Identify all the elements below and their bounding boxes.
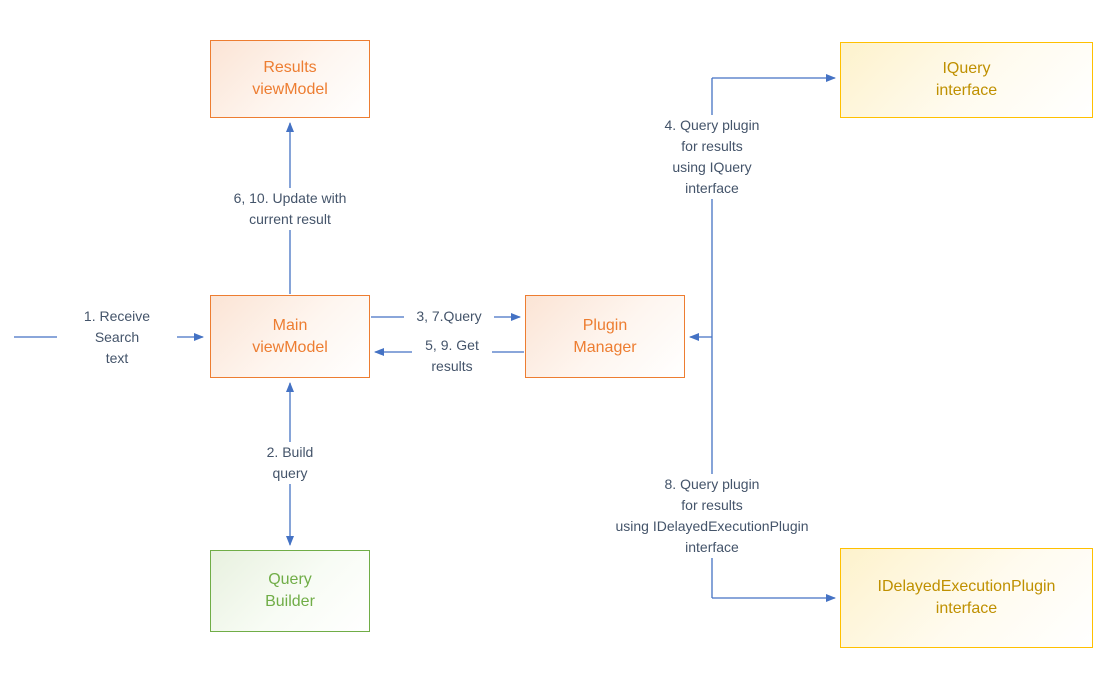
edge-label-get-results: 5, 9. Get results — [412, 335, 492, 377]
node-iquery-interface: IQuery interface — [840, 42, 1093, 118]
node-idelayedexecutionplugin-interface-label: IDelayedExecutionPlugin interface — [877, 578, 1056, 617]
node-query-builder-label: Query Builder — [265, 571, 315, 610]
edge-label-receive-search-text: 1. Receive Search text — [57, 306, 177, 369]
edge-label-query-plugin-idelayed: 8. Query plugin for results using IDelay… — [592, 474, 832, 558]
node-idelayedexecutionplugin-interface: IDelayedExecutionPlugin interface — [840, 548, 1093, 648]
node-query-builder: Query Builder — [210, 550, 370, 632]
node-main-viewmodel-label: Main viewModel — [252, 316, 328, 356]
node-results-viewmodel: Results viewModel — [210, 40, 370, 118]
edge-label-query-plugin-iquery: 4. Query plugin for results using IQuery… — [645, 115, 779, 199]
node-main-viewmodel: Main viewModel — [210, 295, 370, 378]
edge-label-update-with-current-result: 6, 10. Update with current result — [210, 188, 370, 230]
edge-label-build-query: 2. Build query — [250, 442, 330, 484]
edge-label-query: 3, 7.Query — [404, 306, 494, 327]
node-plugin-manager-label: Plugin Manager — [573, 316, 637, 356]
node-results-viewmodel-label: Results viewModel — [252, 59, 328, 98]
node-iquery-interface-label: IQuery interface — [935, 60, 998, 99]
node-plugin-manager: Plugin Manager — [525, 295, 685, 378]
